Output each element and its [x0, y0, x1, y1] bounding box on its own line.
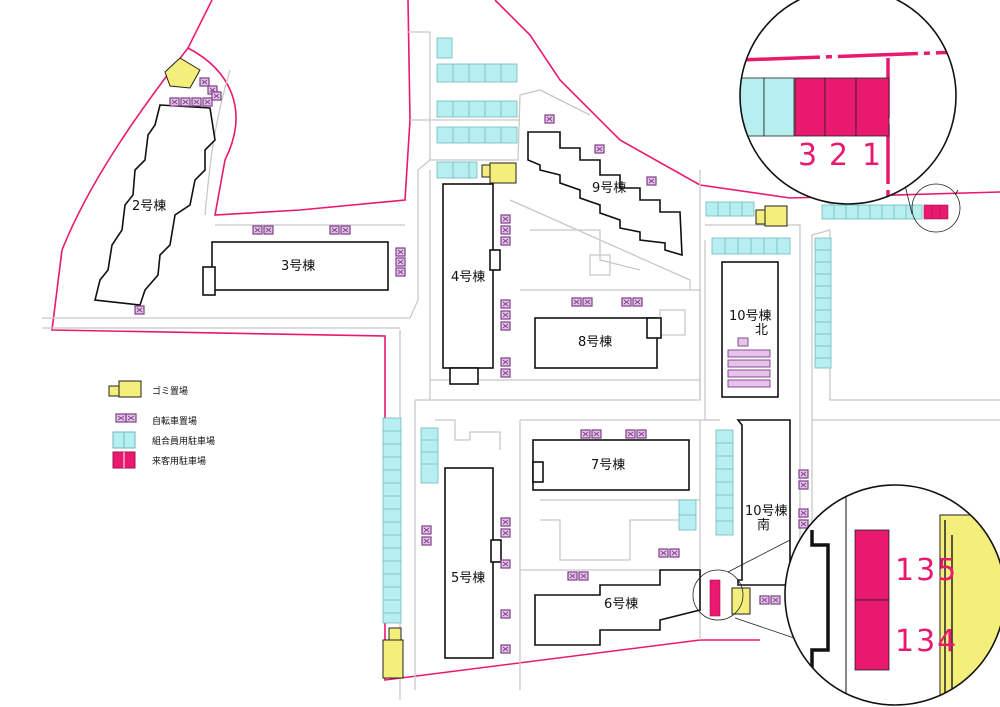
- legend-visitor-parking-label: 来客用駐車場: [152, 457, 207, 467]
- label-building-10n-1: 10号棟: [729, 309, 772, 324]
- label-building-8: 8号棟: [578, 335, 612, 350]
- legend-garbage-label: ゴミ置場: [152, 387, 189, 397]
- buildings: [94, 104, 791, 659]
- legend-bicycle-label: 自転車置場: [152, 417, 198, 427]
- zoom-connectors: [692, 183, 961, 641]
- label-building-10s-2: 南: [757, 517, 770, 533]
- building-5: [444, 467, 494, 659]
- visitor-space-135: 135: [895, 553, 958, 588]
- label-building-9: 9号棟: [592, 181, 626, 196]
- label-building-4: 4号棟: [451, 270, 485, 285]
- site-boundary: [51, 0, 1000, 681]
- member-parking: [382, 37, 923, 624]
- visitor-space-1: 1: [862, 138, 883, 173]
- building-3: [211, 241, 389, 291]
- visitor-parking: [709, 204, 949, 617]
- member-parking-swatch-icon: [112, 431, 136, 449]
- visitor-parking-swatch-icon: [112, 451, 136, 469]
- label-building-2: 2号棟: [132, 199, 166, 214]
- label-building-10s-1: 10号棟: [745, 504, 788, 519]
- visitor-space-134: 134: [895, 624, 958, 659]
- label-building-5: 5号棟: [451, 571, 485, 586]
- building-7: [532, 439, 690, 491]
- label-building-7: 7号棟: [591, 458, 625, 473]
- visitor-space-3: 3: [798, 138, 819, 173]
- garbage-areas: [164, 57, 788, 679]
- label-building-3: 3号棟: [281, 259, 315, 274]
- building-labels: 2号棟 3号棟 4号棟 9号棟 8号棟 10号棟 北 7号棟 10号棟 南 5号…: [132, 181, 788, 612]
- legend-member-parking-label: 組合員用駐車場: [152, 437, 216, 447]
- building-6: [534, 569, 701, 646]
- building-8: [534, 317, 658, 369]
- building-9: [527, 131, 683, 257]
- zoom-callout-top: 3 2 1: [739, 0, 957, 205]
- garbage-swatch-icon: [108, 380, 142, 398]
- visitor-space-2: 2: [829, 138, 850, 173]
- building-10s: [736, 419, 791, 586]
- label-building-10n-2: 北: [755, 323, 768, 338]
- bicycle-swatch-icon: [115, 413, 137, 423]
- building-2: [94, 104, 216, 306]
- zoom-callout-bottom: 135 134: [784, 484, 1000, 706]
- bike-strips-10n: [727, 337, 771, 388]
- label-building-6: 6号棟: [604, 597, 638, 612]
